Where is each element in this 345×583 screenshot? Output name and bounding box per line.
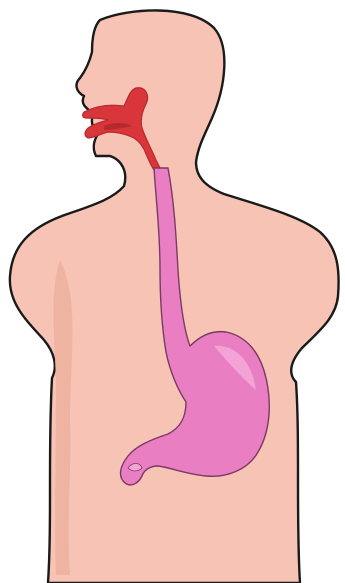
digestive-system-diagram: [0, 0, 345, 583]
diagram-svg: [0, 0, 345, 583]
